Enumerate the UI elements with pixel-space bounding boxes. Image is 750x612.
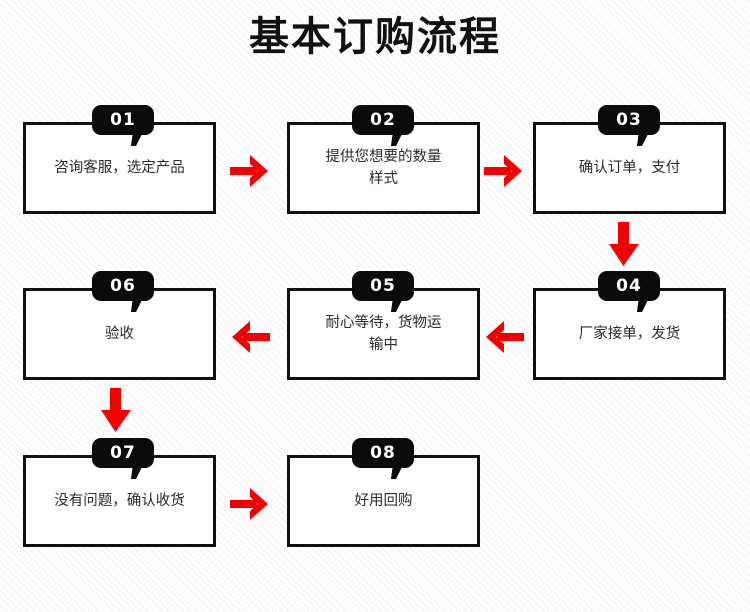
step-box-06[interactable]: 验收 bbox=[23, 288, 216, 380]
arrow-right-icon bbox=[484, 152, 524, 190]
page-title: 基本订购流程 bbox=[249, 14, 501, 60]
step-label-03: 确认订单，支付 bbox=[578, 160, 681, 176]
step-label-02: 提供您想要的数量 样式 bbox=[325, 149, 442, 187]
step-label-08: 好用回购 bbox=[354, 493, 413, 509]
step-label-07: 没有问题，确认收货 bbox=[54, 493, 185, 509]
arrow-left-icon bbox=[230, 318, 270, 356]
step-label-05: 耐心等待，货物运 输中 bbox=[325, 315, 442, 353]
step-label-01: 咨询客服，选定产品 bbox=[54, 160, 185, 176]
step-box-05[interactable]: 耐心等待，货物运 输中 bbox=[287, 288, 480, 380]
step-badge-04: 04 bbox=[598, 271, 660, 301]
arrow-right-icon bbox=[230, 485, 270, 523]
step-badge-08: 08 bbox=[352, 438, 414, 468]
step-box-07[interactable]: 没有问题，确认收货 bbox=[23, 455, 216, 547]
step-badge-06: 06 bbox=[92, 271, 154, 301]
step-box-08[interactable]: 好用回购 bbox=[287, 455, 480, 547]
step-box-03[interactable]: 确认订单，支付 bbox=[533, 122, 726, 214]
step-badge-03: 03 bbox=[598, 105, 660, 135]
arrow-down-icon bbox=[604, 222, 644, 268]
step-box-01[interactable]: 咨询客服，选定产品 bbox=[23, 122, 216, 214]
step-badge-07: 07 bbox=[92, 438, 154, 468]
step-box-02[interactable]: 提供您想要的数量 样式 bbox=[287, 122, 480, 214]
step-badge-05: 05 bbox=[352, 271, 414, 301]
arrow-down-icon bbox=[96, 388, 136, 434]
step-box-04[interactable]: 厂家接单，发货 bbox=[533, 288, 726, 380]
step-label-06: 验收 bbox=[105, 326, 134, 342]
step-badge-01: 01 bbox=[92, 105, 154, 135]
arrow-right-icon bbox=[230, 152, 270, 190]
arrow-left-icon bbox=[484, 318, 524, 356]
step-badge-02: 02 bbox=[352, 105, 414, 135]
step-label-04: 厂家接单，发货 bbox=[578, 326, 681, 342]
